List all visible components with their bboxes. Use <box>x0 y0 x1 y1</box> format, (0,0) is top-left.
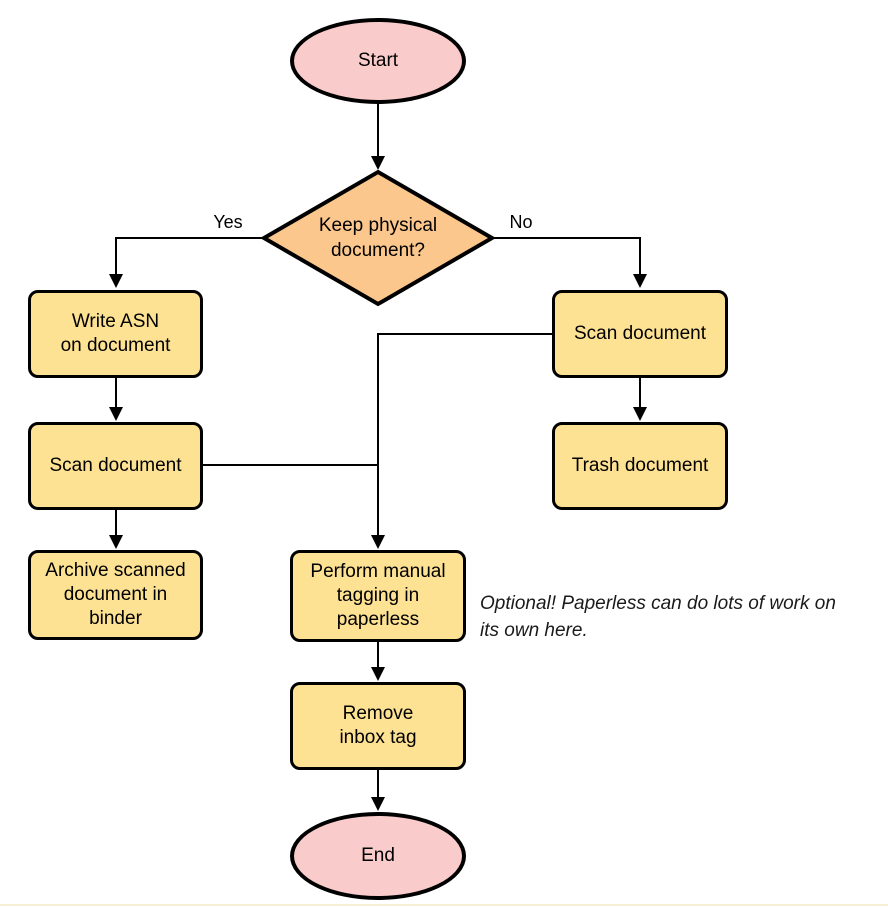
arrowhead-scan-right <box>633 274 647 288</box>
edge-label-yes: Yes <box>213 212 243 232</box>
arrowhead-write-asn <box>109 274 123 288</box>
node-scan-document-right: Scan document <box>552 290 728 378</box>
arrowhead-end <box>371 797 385 811</box>
bottom-hairline <box>0 904 888 906</box>
node-scan-document-left: Scan document <box>28 422 203 510</box>
arrowhead-trash <box>633 407 647 421</box>
arrowhead-archive <box>109 535 123 549</box>
node-trash-document: Trash document <box>552 422 728 510</box>
node-end: End <box>290 812 466 900</box>
arrowhead-remove <box>371 667 385 681</box>
edge-yes-to-write-asn <box>115 237 264 274</box>
node-manual-tagging: Perform manual tagging in paperless <box>290 550 466 642</box>
optional-annotation: Optional! Paperless can do lots of work … <box>480 593 836 641</box>
edge-label-no: No <box>509 212 533 232</box>
node-decision-label: Keep physical document? <box>318 215 438 261</box>
node-archive-binder: Archive scanned document in binder <box>28 550 203 640</box>
node-remove-inbox-tag: Remove inbox tag <box>290 682 466 770</box>
edge-scan-right-to-tagging <box>377 333 552 535</box>
arrowhead-tagging <box>371 535 385 549</box>
arrowhead-scan-left <box>109 407 123 421</box>
node-start: Start <box>290 18 466 104</box>
arrowhead-decision <box>371 156 385 170</box>
node-write-asn: Write ASN on document <box>28 290 203 378</box>
decision-diamond-shape <box>260 169 496 307</box>
edge-no-to-scan-right <box>492 237 641 274</box>
